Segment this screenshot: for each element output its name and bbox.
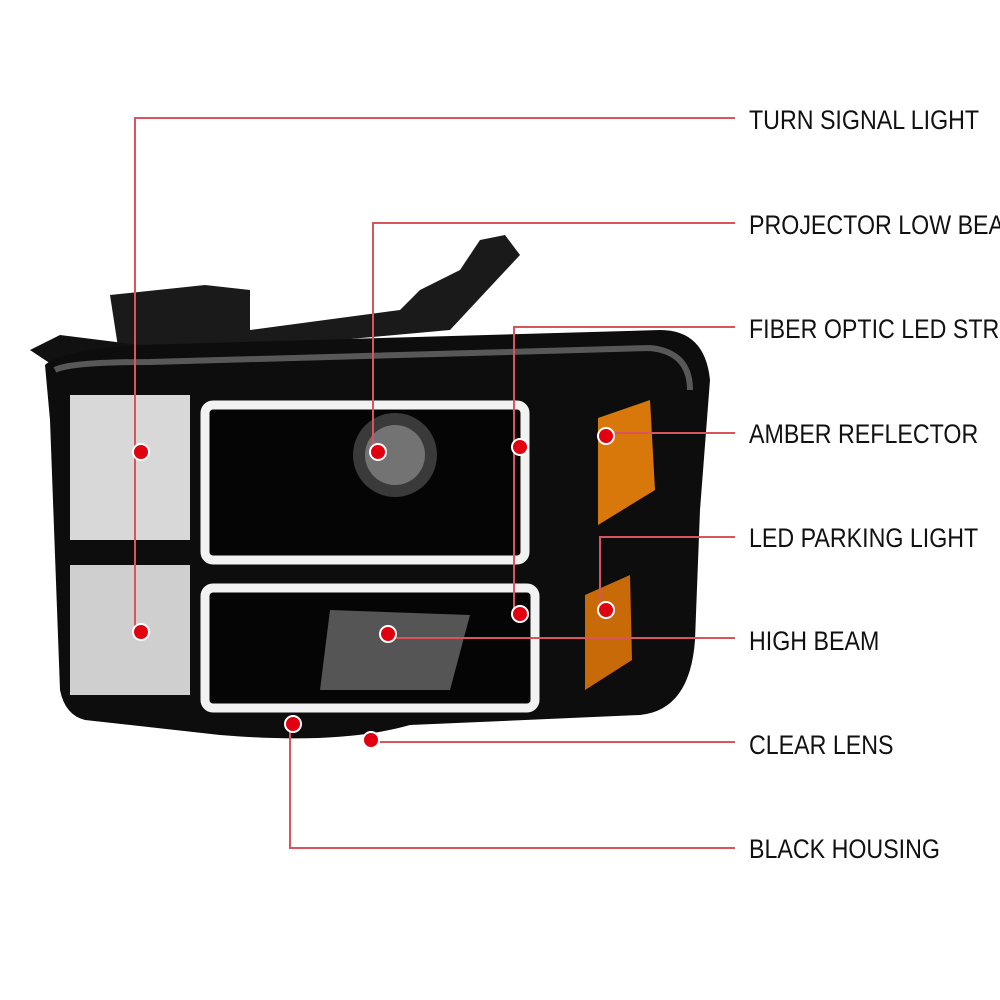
dot-turn-signal-upper	[132, 443, 150, 461]
leader-fiber-optic	[513, 326, 735, 614]
dot-fiber-lower	[511, 605, 529, 623]
dot-parking	[597, 601, 615, 619]
label-projector-low-beam: PROJECTOR LOW BEAM	[749, 210, 1000, 240]
high-beam-reflector	[320, 610, 470, 690]
label-fiber-optic-led-strip: FIBER OPTIC LED STRIP	[749, 314, 1000, 344]
leader-housing	[289, 724, 735, 849]
label-high-beam: HIGH BEAM	[749, 626, 880, 656]
led-parking-light	[585, 575, 632, 690]
dot-projector	[369, 443, 387, 461]
dot-high-beam	[379, 625, 397, 643]
leader-projector	[372, 222, 735, 452]
dot-turn-signal-lower	[132, 623, 150, 641]
dot-fiber-upper	[511, 438, 529, 456]
leader-lines	[134, 117, 735, 849]
leader-parking	[599, 536, 735, 610]
dot-amber	[597, 427, 615, 445]
label-led-parking-light: LED PARKING LIGHT	[749, 523, 979, 553]
dot-housing	[284, 715, 302, 733]
leader-turn-signal	[134, 117, 735, 632]
clear-lens-rim	[53, 344, 693, 391]
label-black-housing: BLACK HOUSING	[749, 834, 940, 864]
callout-dots	[132, 427, 615, 749]
label-amber-reflector: AMBER REFLECTOR	[749, 419, 979, 449]
turn-signal-lower	[70, 565, 190, 695]
dot-clear-lens	[362, 731, 380, 749]
label-turn-signal-light: TURN SIGNAL LIGHT	[749, 105, 980, 135]
turn-signal-upper	[70, 395, 190, 540]
label-clear-lens: CLEAR LENS	[749, 730, 894, 760]
